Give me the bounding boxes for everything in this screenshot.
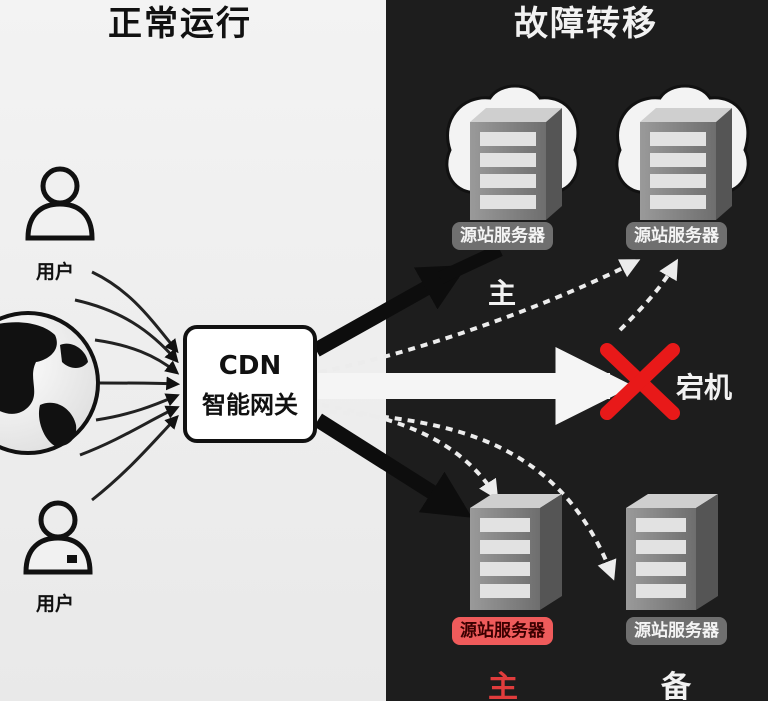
user-icon-bottom (23, 500, 93, 575)
server-label-bottom-left: 源站服务器 (452, 617, 553, 645)
normal-operation-title: 正常运行 (108, 4, 252, 44)
primary-marker-bottom: 主 (488, 670, 518, 701)
user-icon-top (25, 166, 95, 241)
server-label-top-right: 源站服务器 (626, 222, 727, 250)
incoming-traffic-lines (74, 270, 181, 502)
server-icon-top-right (640, 108, 732, 220)
down-cross-icon (600, 343, 680, 420)
primary-marker-top: 主 (488, 277, 517, 310)
failover-title: 故障转移 (514, 4, 658, 44)
backup-marker: 备 (661, 670, 691, 701)
primary-routes (312, 244, 503, 518)
globe-icon (0, 311, 100, 455)
server-label-bottom-right: 源站服务器 (626, 617, 727, 645)
user-label-bottom: 用户 (36, 593, 75, 615)
gateway-label-cdn: CDN (218, 351, 282, 381)
down-marker: 宕机 (676, 371, 733, 404)
cdn-gateway-node: CDN 智能网关 (183, 325, 317, 443)
server-icon-top-left (470, 108, 562, 220)
server-icon-bottom-left (470, 494, 562, 610)
dotted-failover-routes (319, 258, 678, 581)
server-label-top-left: 源站服务器 (452, 222, 553, 250)
user-label-top: 用户 (36, 261, 75, 283)
server-icon-bottom-right (626, 494, 718, 610)
gateway-label-name: 智能网关 (202, 391, 298, 419)
